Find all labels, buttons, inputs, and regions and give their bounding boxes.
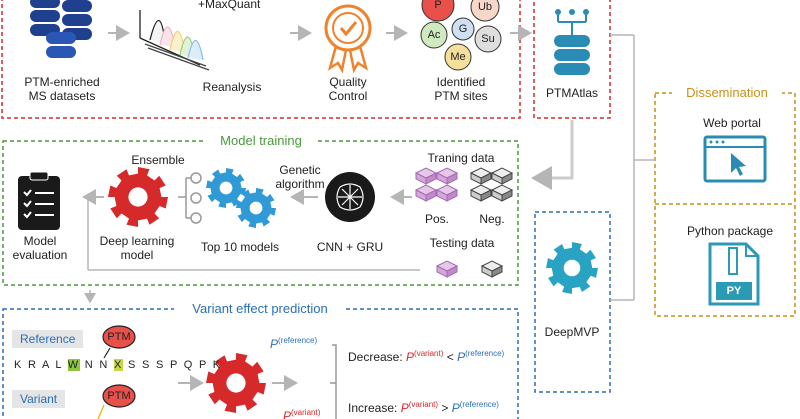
model-evaluation-line1: Model bbox=[23, 234, 57, 248]
reanalysis-label: Reanalysis bbox=[202, 80, 262, 94]
ptmatlas-box bbox=[533, 0, 611, 119]
deepmvp-label: DeepMVP bbox=[544, 325, 600, 339]
reference-superscript: (reference) bbox=[278, 336, 318, 345]
genetic-algorithm-line1: Genetic bbox=[279, 163, 321, 177]
gear-icon-deepmvp bbox=[546, 242, 598, 294]
web-portal-label: Web portal bbox=[703, 116, 761, 130]
ptm-bubble-g: G bbox=[458, 23, 468, 35]
ensemble-tree-icon bbox=[178, 172, 202, 224]
sequence-middle: N N bbox=[79, 359, 114, 371]
neural-network-icon bbox=[325, 172, 375, 222]
negative-data-cubes-icon bbox=[469, 167, 514, 202]
python-package-label: Python package bbox=[686, 224, 774, 238]
greater-than-sign: > bbox=[438, 401, 452, 415]
variant-effect-title: Variant effect prediction bbox=[192, 301, 328, 316]
test-positive-cube-icon bbox=[435, 260, 459, 278]
positive-data-cubes-icon bbox=[414, 167, 459, 202]
increase-rule: Increase: P(variant) > P(reference) bbox=[348, 398, 499, 415]
top-models-label: Top 10 models bbox=[200, 240, 280, 254]
variant-superscript: (variant) bbox=[414, 349, 444, 358]
checklist-icon bbox=[18, 171, 60, 230]
reference-sequence: K R A L W N N X S S S P Q P K bbox=[14, 359, 222, 371]
p-symbol: P bbox=[457, 350, 466, 364]
decrease-label: Decrease: bbox=[348, 350, 407, 364]
p-symbol: P bbox=[400, 401, 409, 415]
increase-label: Increase: bbox=[348, 401, 401, 415]
ptm-bubbles-icon bbox=[420, 0, 502, 71]
variant-label: Variant bbox=[12, 390, 66, 408]
model-evaluation-line2: evaluation bbox=[12, 248, 68, 262]
genetic-algorithm-line2: algorithm bbox=[275, 177, 325, 191]
highlighted-residue-w: W bbox=[67, 359, 80, 371]
quality-label-line1: Quality bbox=[329, 75, 367, 89]
p-symbol: P bbox=[283, 409, 292, 419]
reference-superscript: (reference) bbox=[459, 400, 499, 409]
cnn-gru-label: CNN + GRU bbox=[316, 240, 384, 254]
model-training-title: Model training bbox=[220, 133, 302, 148]
spectrum-chart-icon bbox=[139, 10, 210, 71]
reanalysis-box bbox=[1, 0, 521, 119]
reference-label: Reference bbox=[12, 330, 84, 348]
negative-label: Neg. bbox=[479, 212, 505, 226]
sites-label-line2: PTM sites bbox=[434, 89, 488, 103]
deep-learning-line1: Deep learning bbox=[99, 234, 175, 248]
p-variant-output: P(variant) bbox=[283, 406, 320, 419]
ptm-bubble-p: P bbox=[434, 0, 442, 11]
database-icon bbox=[30, 0, 92, 58]
dissemination-title: Dissemination bbox=[686, 85, 768, 100]
ensemble-label: Ensemble bbox=[131, 153, 185, 167]
gear-icon-top-model-1 bbox=[206, 168, 246, 208]
ptm-oval-variant bbox=[102, 384, 136, 408]
gear-icon-deep-learning bbox=[108, 167, 168, 227]
ptm-label-reference: PTM bbox=[107, 331, 131, 343]
sequence-suffix: S S S P Q P K bbox=[123, 359, 222, 371]
highlighted-residue-x: X bbox=[114, 359, 124, 371]
less-than-sign: < bbox=[443, 350, 458, 364]
quality-badge-icon bbox=[324, 4, 372, 74]
python-file-icon bbox=[708, 242, 760, 306]
p-symbol: P bbox=[270, 337, 279, 351]
model-training-box bbox=[2, 140, 519, 286]
ptm-oval-reference bbox=[102, 325, 136, 349]
positive-label: Pos. bbox=[424, 212, 450, 226]
quality-label-line2: Control bbox=[328, 89, 368, 103]
python-file-badge: PY bbox=[726, 285, 742, 297]
web-browser-icon bbox=[703, 135, 767, 183]
variant-effect-box bbox=[2, 308, 519, 419]
ptm-bubble-me: Me bbox=[450, 51, 466, 63]
gear-icon-variant-model bbox=[206, 353, 266, 413]
test-negative-cube-icon bbox=[480, 260, 504, 278]
sequence-prefix: K R A L bbox=[14, 359, 68, 371]
variant-superscript: (variant) bbox=[291, 408, 321, 417]
reference-superscript: (reference) bbox=[465, 349, 505, 358]
datasets-label-line2: MS datasets bbox=[28, 89, 96, 103]
sites-label-line1: Identified bbox=[436, 75, 486, 89]
ptm-bubble-ac: Ac bbox=[427, 29, 441, 41]
datasets-label-line1: PTM-enriched bbox=[24, 75, 100, 89]
ptm-bubble-ub: Ub bbox=[477, 1, 493, 13]
p-symbol: P bbox=[406, 350, 415, 364]
decrease-rule: Decrease: P(variant) < P(reference) bbox=[348, 347, 504, 364]
p-symbol: P bbox=[451, 401, 460, 415]
ptm-bubble-su: Su bbox=[481, 33, 495, 45]
maxquant-label: +MaxQuant bbox=[198, 0, 261, 11]
ptmatlas-label: PTMAtlas bbox=[545, 86, 599, 100]
p-reference-output: P(reference) bbox=[270, 334, 317, 351]
deepmvp-box bbox=[534, 211, 611, 393]
ptmatlas-database-icon bbox=[554, 9, 590, 75]
gear-icon-top-model-2 bbox=[236, 188, 276, 228]
variant-superscript: (variant) bbox=[408, 400, 439, 409]
deep-learning-line2: model bbox=[120, 248, 154, 262]
ptm-label-variant: PTM bbox=[107, 390, 131, 402]
testing-data-label: Testing data bbox=[429, 236, 495, 250]
training-data-label: Traning data bbox=[427, 151, 495, 165]
